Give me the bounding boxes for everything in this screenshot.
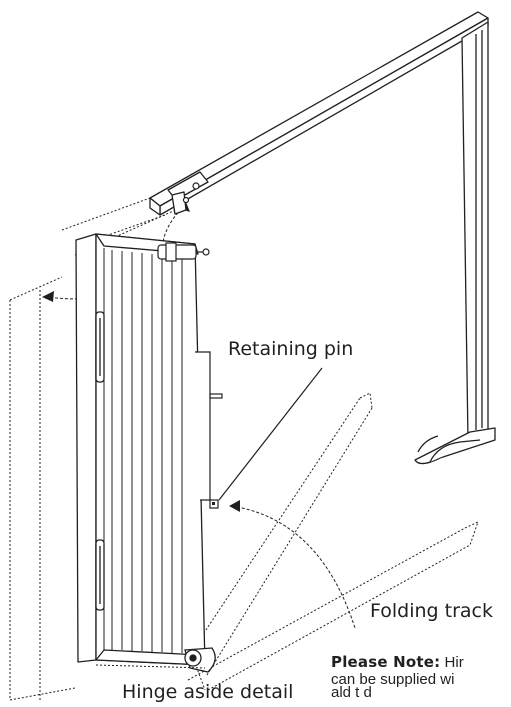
folded-panel (75, 233, 206, 666)
arc-arrowhead-left (42, 291, 54, 302)
edge-hinges (95, 311, 105, 611)
note-block: Please Note: Hir can be supplied wi ald … (331, 654, 511, 701)
track-ghost-outline (61, 197, 479, 691)
note-line-3: ald t d (331, 684, 372, 701)
top-latch (157, 242, 210, 262)
note-heading: Please Note: (331, 654, 441, 671)
arc-arrowhead-pin (229, 500, 240, 512)
retaining-pin-label: Retaining pin (228, 338, 354, 360)
track-bracket-bolt (192, 182, 200, 190)
track-bracket-bolt-2 (182, 196, 190, 204)
side-rail (195, 351, 223, 501)
note-line-1-text: Hir (444, 654, 464, 671)
retaining-pin-leader (218, 367, 323, 501)
note-line-1: Please Note: Hir (331, 654, 511, 671)
overhead-track (149, 11, 496, 465)
retaining-pin-dot (212, 502, 215, 505)
bottom-hinge-pivot (184, 647, 216, 673)
swing-arc-bottom (231, 505, 356, 629)
hinge-aside-detail-label: Hinge aside detail (122, 681, 294, 703)
note-line-2: can be supplied wi (331, 671, 455, 688)
wall-outline (9, 276, 76, 701)
folding-track-label: Folding track (370, 600, 493, 622)
